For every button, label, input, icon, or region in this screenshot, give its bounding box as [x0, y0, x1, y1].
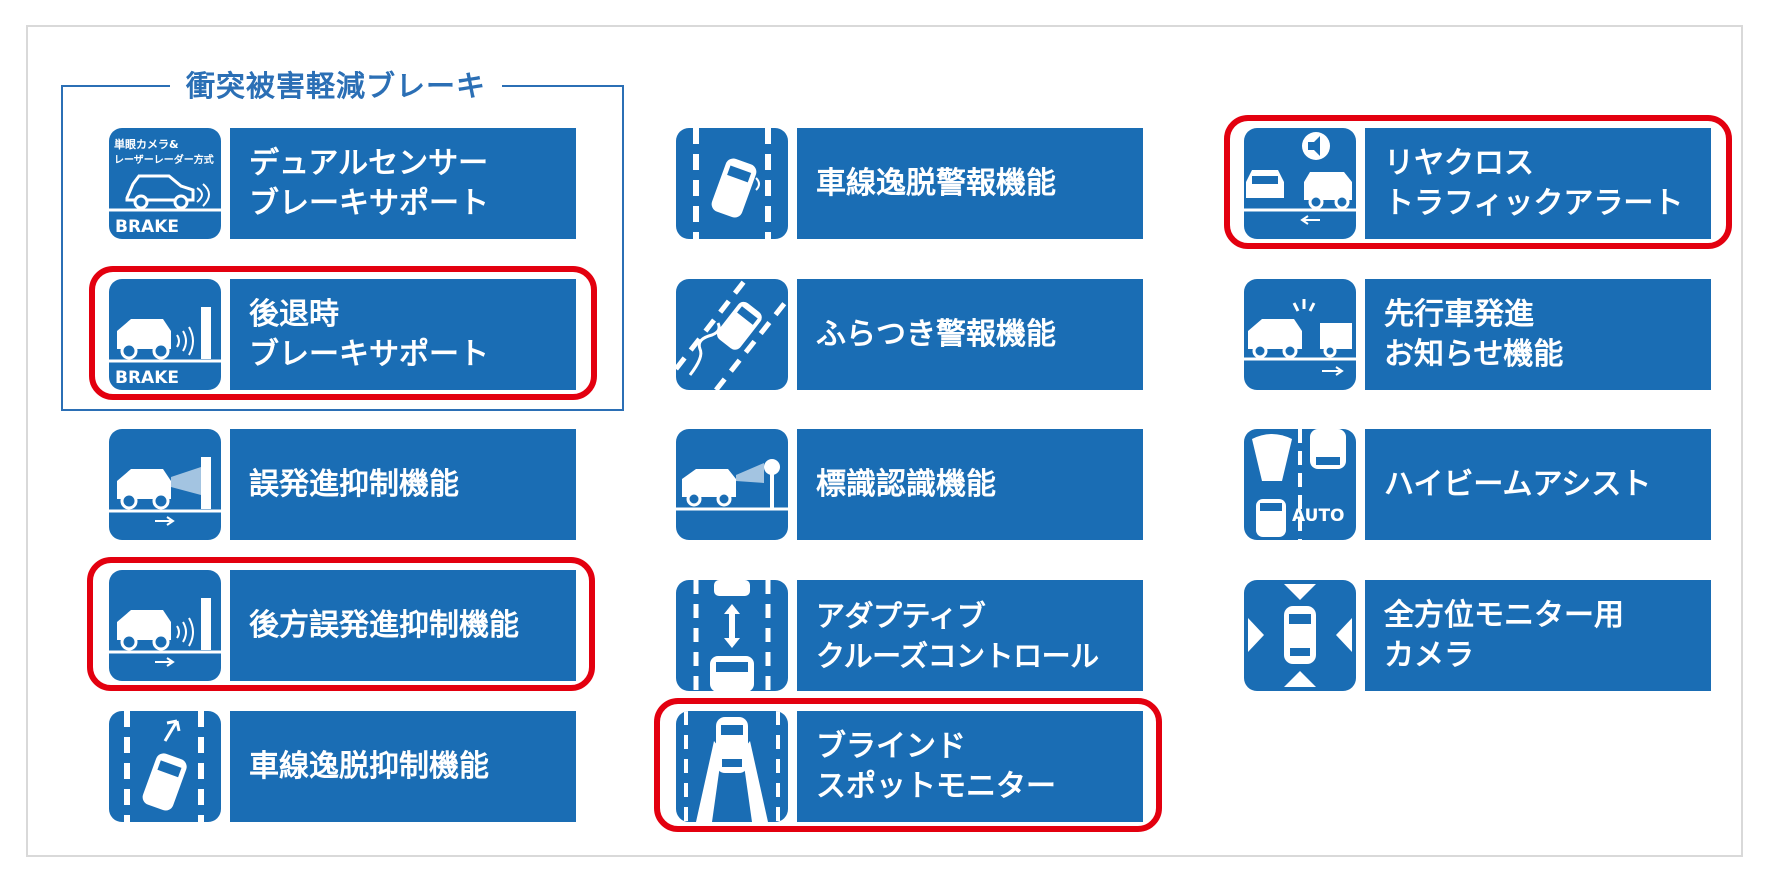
highlight-blind-spot-monitor — [654, 698, 1162, 832]
feature-label: 標識認識機能 — [797, 429, 1143, 540]
feature-label: リヤクロス トラフィックアラート — [1365, 128, 1711, 239]
rear-cross-traffic-icon — [1244, 128, 1356, 239]
lane-departure-warning-icon — [676, 128, 788, 239]
highlight-rear-misstart-suppression — [87, 557, 595, 691]
blind-spot-monitor-icon — [676, 711, 788, 822]
panoramic-camera-icon — [1244, 580, 1356, 691]
feature-label: デュアルセンサー ブレーキサポート — [230, 128, 576, 239]
feature-label: 車線逸脱抑制機能 — [230, 711, 576, 822]
highlight-rear-cross-traffic — [1224, 115, 1732, 249]
group-title: 衝突被害軽減ブレーキ — [170, 66, 503, 106]
reverse-brake-icon: BRAKE — [109, 279, 221, 390]
lane-departure-suppression-icon — [109, 711, 221, 822]
rear-misstart-suppression-icon — [109, 570, 221, 681]
wandering-warning-icon — [676, 279, 788, 390]
feature-label: 車線逸脱警報機能 — [797, 128, 1143, 239]
feature-label: ハイビームアシスト — [1365, 429, 1711, 540]
svg-text:BRAKE: BRAKE — [115, 217, 179, 237]
feature-label: 後退時 ブレーキサポート — [230, 279, 576, 390]
svg-text:単眼カメラ&: 単眼カメラ& — [114, 137, 179, 151]
high-beam-assist-icon: AUTO — [1244, 429, 1356, 540]
svg-text:AUTO: AUTO — [1292, 506, 1345, 526]
misstart-suppression-icon — [109, 429, 221, 540]
highlight-reverse-brake — [89, 266, 597, 400]
feature-label: 誤発進抑制機能 — [230, 429, 576, 540]
feature-label: ブラインド スポットモニター — [797, 711, 1143, 822]
sign-recognition-icon — [676, 429, 788, 540]
lead-vehicle-start-icon — [1244, 279, 1356, 390]
svg-text:BRAKE: BRAKE — [115, 368, 179, 388]
feature-label: 後方誤発進抑制機能 — [230, 570, 576, 681]
feature-label: アダプティブ クルーズコントロール — [797, 580, 1143, 691]
svg-text:レーザーレーダー方式: レーザーレーダー方式 — [114, 153, 214, 166]
dual-sensor-brake-icon: 単眼カメラ& レーザーレーダー方式 BRAKE — [109, 128, 221, 239]
feature-label: 先行車発進 お知らせ機能 — [1365, 279, 1711, 390]
feature-label: ふらつき警報機能 — [797, 279, 1143, 390]
adaptive-cruise-icon — [676, 580, 788, 691]
feature-label: 全方位モニター用 カメラ — [1365, 580, 1711, 691]
